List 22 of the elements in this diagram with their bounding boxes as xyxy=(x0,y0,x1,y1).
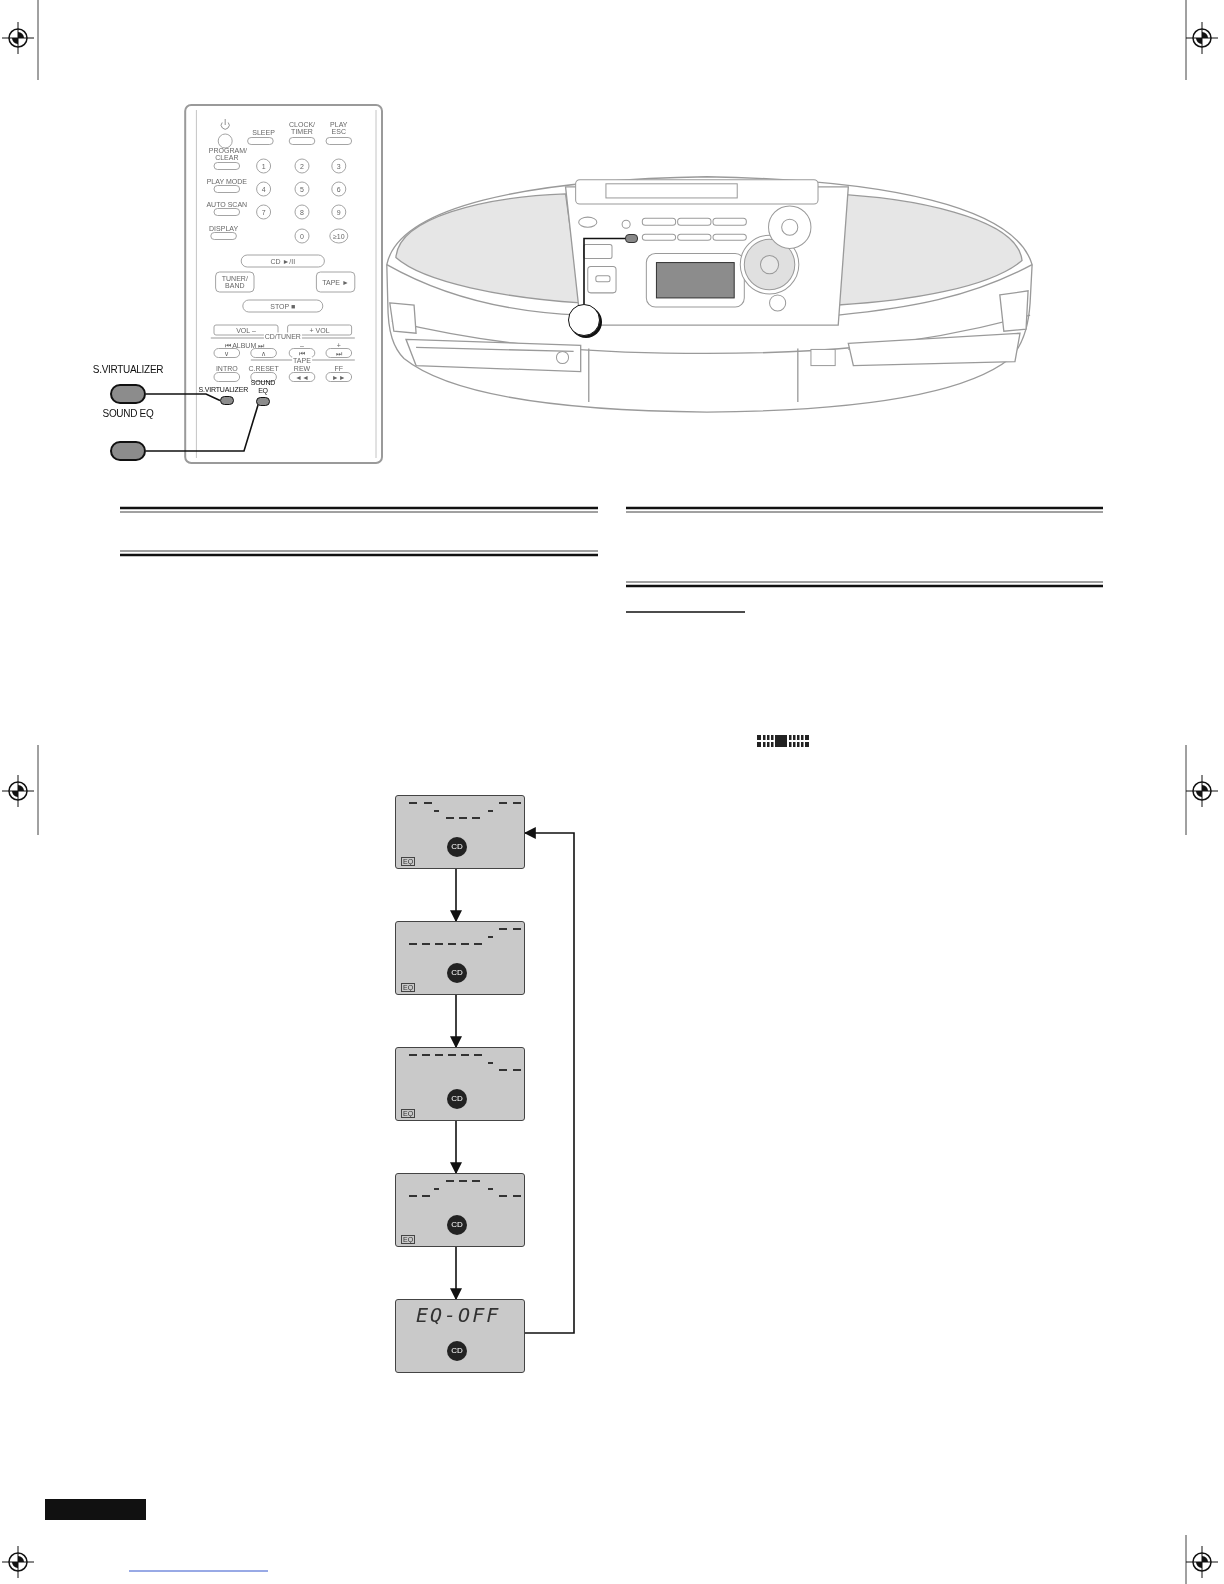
button-label: S.VIRTUALIZER xyxy=(91,364,165,375)
leader-line xyxy=(145,393,221,402)
lcd-display xyxy=(395,1173,525,1247)
button-label: SOUND EQ xyxy=(101,408,155,419)
leader-line xyxy=(583,237,626,305)
lcd-text: EQ-OFF xyxy=(416,1303,501,1327)
leader-line xyxy=(145,404,259,452)
lcd-display xyxy=(395,795,525,869)
cd-indicator: CD xyxy=(447,1215,467,1235)
lcd-display xyxy=(395,921,525,995)
unit-button xyxy=(625,234,638,243)
lcd-display xyxy=(395,1299,525,1373)
arrow xyxy=(523,827,575,1334)
cd-indicator: CD xyxy=(447,963,467,983)
arrow xyxy=(450,1120,462,1175)
cd-indicator: CD xyxy=(447,837,467,857)
arrow xyxy=(450,994,462,1049)
cd-indicator: CD xyxy=(447,1089,467,1109)
arrow xyxy=(450,1246,462,1301)
cd-indicator: CD xyxy=(447,1341,467,1361)
lcd-display xyxy=(395,1047,525,1121)
arrow xyxy=(450,868,462,923)
